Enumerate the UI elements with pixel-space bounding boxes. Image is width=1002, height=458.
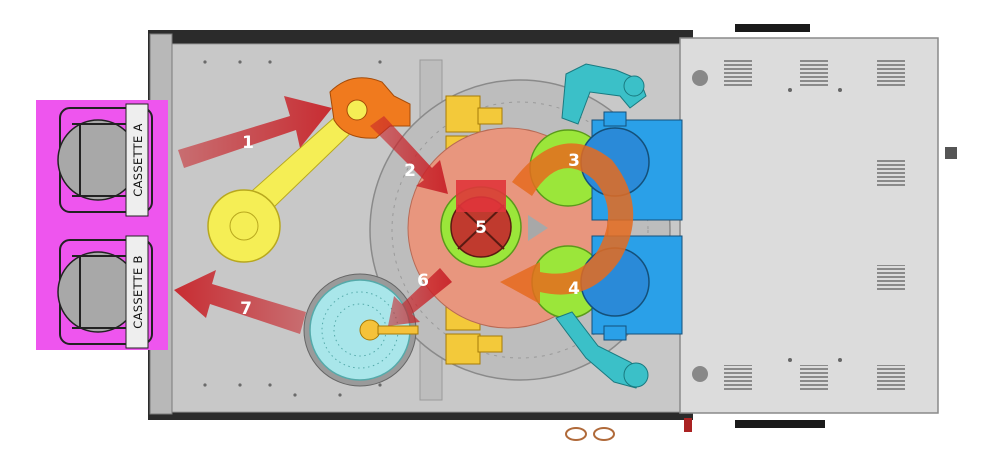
cassette-b-label: CASSETTE B: [131, 255, 145, 328]
step-label-1: 1: [242, 133, 254, 153]
linkage-upper: [561, 63, 647, 125]
arrow-step-3-4: [500, 143, 634, 304]
arrow-step-6: [388, 268, 452, 326]
step-labels: 1 2 3 4 5 6 7: [240, 133, 580, 319]
center-platen: [440, 180, 522, 268]
step-label-7: 7: [240, 299, 252, 319]
cassette-a[interactable]: [57, 103, 153, 217]
step-label-2: 2: [404, 161, 416, 181]
arrow-step-1: [178, 96, 332, 168]
step-label-3: 3: [568, 151, 580, 171]
coolant-coils: [565, 418, 692, 441]
robot-lower: [580, 235, 683, 341]
transfer-robot-arm: [207, 107, 361, 263]
cassette-b[interactable]: [57, 235, 153, 349]
linkage-lower: [555, 311, 649, 389]
flow-arrows: [174, 96, 634, 334]
cooling-station: [303, 273, 419, 387]
cassette-a-label: CASSETTE A: [131, 123, 145, 196]
cassette-station: CASSETTE A CASSETTE B: [36, 100, 168, 350]
step-label-4: 4: [568, 279, 580, 299]
cover-panel: [679, 37, 939, 414]
arrow-step-2: [370, 116, 448, 194]
step-label-5: 5: [475, 218, 487, 238]
arrow-step-7: [174, 270, 306, 334]
step-label-6: 6: [417, 271, 429, 291]
